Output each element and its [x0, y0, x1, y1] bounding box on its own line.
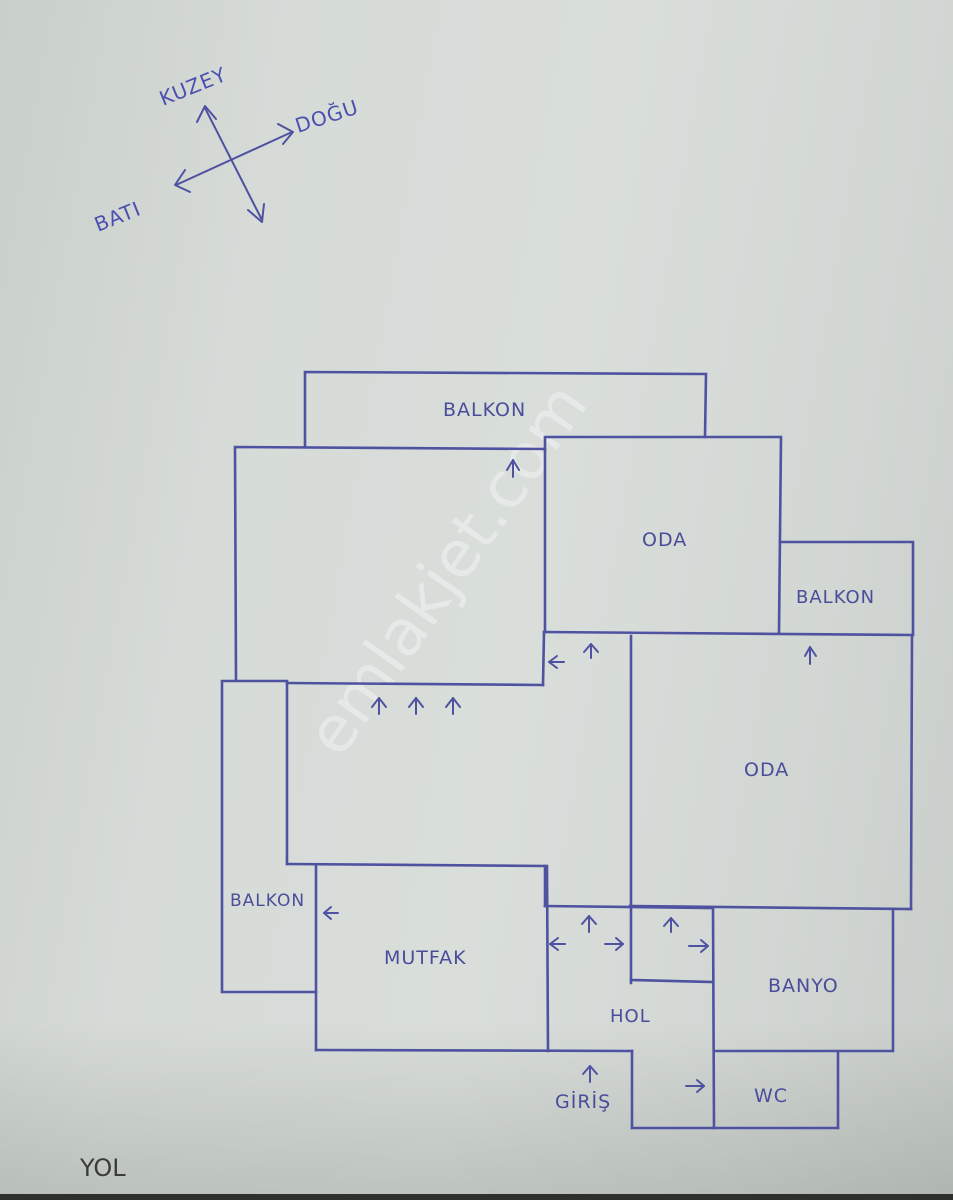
entrance-label: GİRİŞ: [555, 1090, 611, 1113]
balcony-right-label: BALKON: [796, 587, 875, 608]
compass-rose: KUZEY DOĞU BATI: [91, 62, 362, 237]
paper-edge: [0, 1194, 953, 1200]
balcony-left: BALKON: [220, 679, 318, 994]
road-label: YOL: [79, 1154, 126, 1182]
compass-north-label: KUZEY: [156, 62, 230, 111]
north-arrow-icon: [196, 105, 217, 123]
east-arrow-icon: [277, 123, 294, 145]
balcony-top-label: BALKON: [443, 399, 526, 421]
hall: HOL: [543, 904, 840, 1130]
room-top-label: ODA: [642, 529, 687, 551]
balcony-right: BALKON: [778, 540, 915, 637]
room-right-label: ODA: [744, 759, 789, 781]
compass-east-label: DOĞU: [292, 95, 362, 138]
watermark: emlakjet.com: [292, 370, 602, 769]
balcony-top: BALKON: [303, 370, 708, 449]
room-right: ODA: [628, 633, 914, 985]
balcony-left-label: BALKON: [230, 891, 305, 911]
wc-label: WC: [754, 1085, 788, 1107]
north-south-axis: [204, 107, 263, 221]
kitchen: MUTFAK: [314, 864, 634, 1053]
living-room-lower: [285, 643, 599, 908]
east-west-axis: [175, 131, 293, 186]
south-arrow-icon: [247, 203, 265, 223]
room-top: ODA: [542, 435, 914, 637]
kitchen-label: MUTFAK: [384, 947, 467, 969]
hall-label: HOL: [610, 1006, 651, 1027]
entrance: GİRİŞ: [555, 1065, 611, 1113]
bathroom-label: BANYO: [768, 975, 839, 997]
bathroom: BANYO: [712, 907, 895, 1053]
wc: WC: [754, 1050, 840, 1130]
compass-west-label: BATI: [91, 196, 144, 236]
living-room-upper: [233, 445, 547, 687]
west-arrow-icon: [174, 169, 191, 193]
